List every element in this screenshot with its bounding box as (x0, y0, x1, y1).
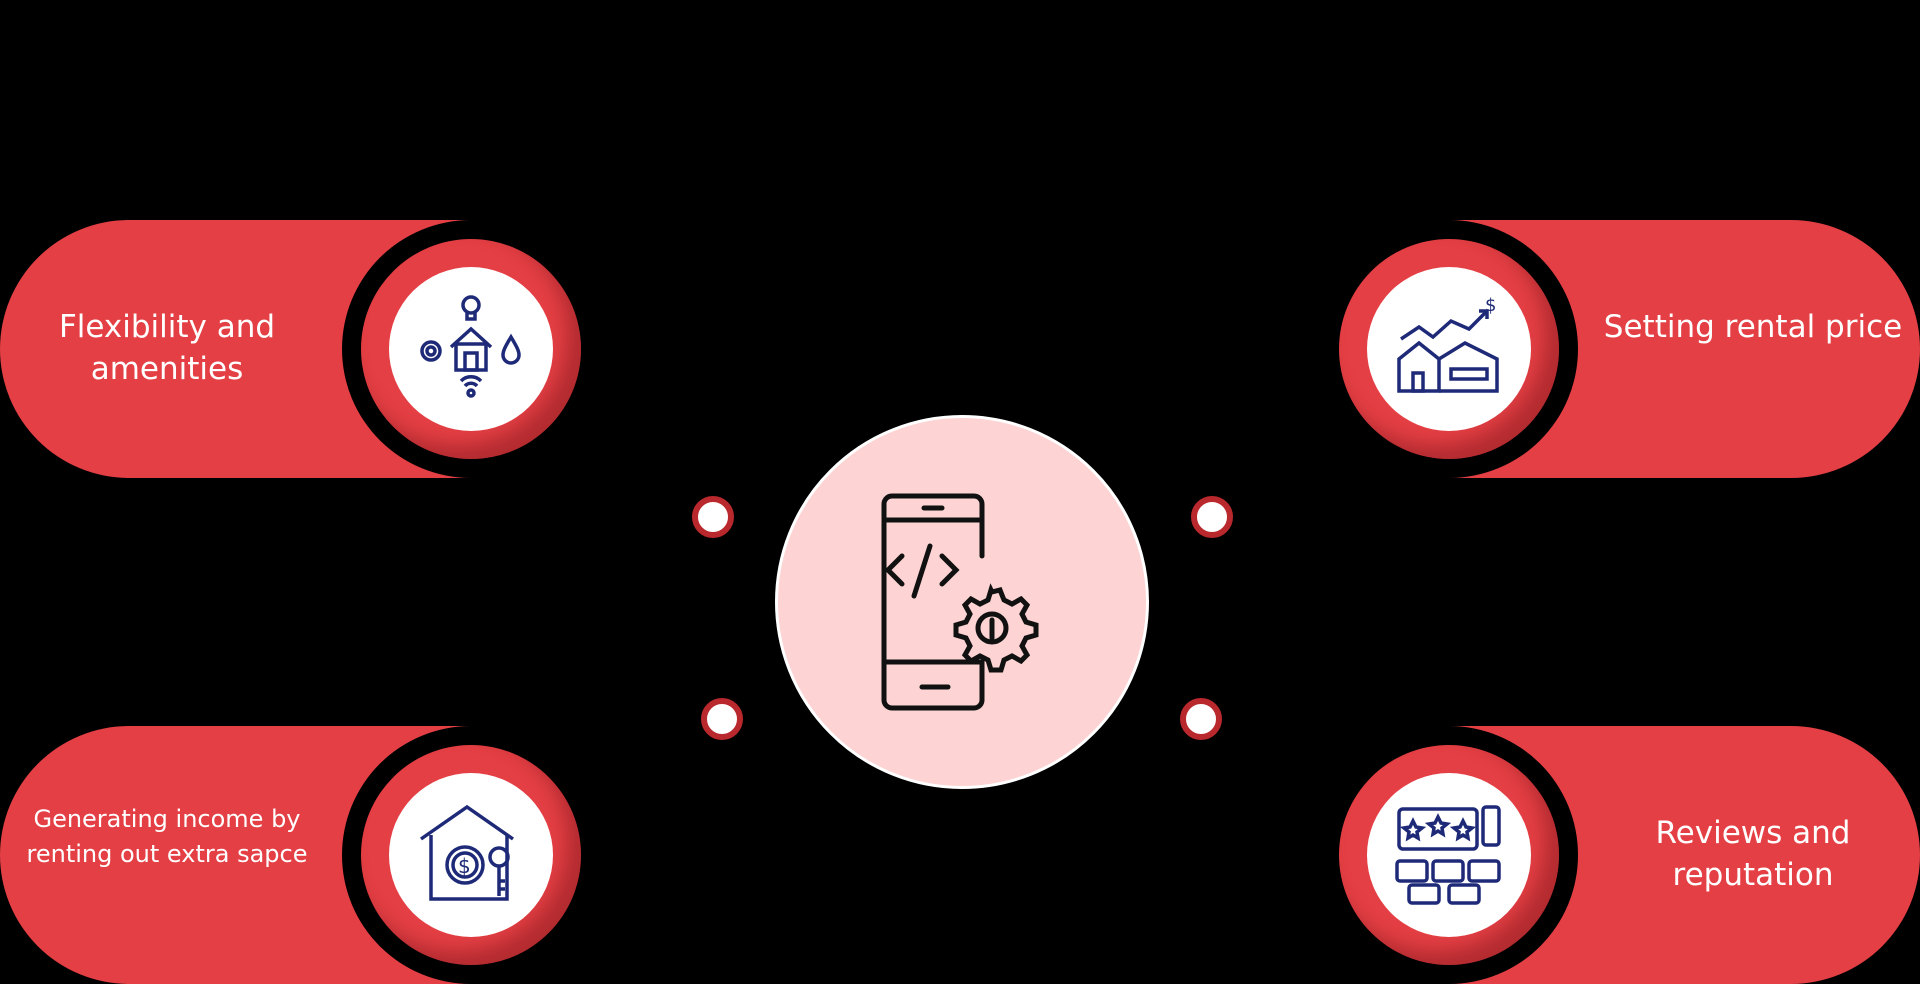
connector-dot (701, 698, 743, 740)
connector-dot (1191, 496, 1233, 538)
svg-text:$: $ (458, 854, 471, 878)
reviews-rating-icon (1395, 805, 1501, 905)
connector-dot (1180, 698, 1222, 740)
center-hub (775, 415, 1149, 789)
item-label: Reviews and reputation (1655, 815, 1851, 893)
item-label: Flexibility and amenities (58, 309, 276, 387)
svg-text:$: $ (1485, 295, 1496, 316)
item-label: Setting rental price (1603, 309, 1903, 345)
icon-ring (1320, 726, 1578, 984)
icon-ring: $ (342, 726, 600, 984)
item-label: Generating income by renting out extra s… (26, 805, 308, 868)
connector-dot (692, 496, 734, 538)
property-price-growth-icon: $ (1397, 295, 1499, 393)
smart-home-amenities-icon (420, 295, 521, 398)
icon-ring: $ (1320, 220, 1578, 478)
mobile-app-development-icon (881, 493, 1039, 711)
house-money-key-icon: $ (420, 804, 514, 901)
icon-ring (342, 220, 600, 478)
